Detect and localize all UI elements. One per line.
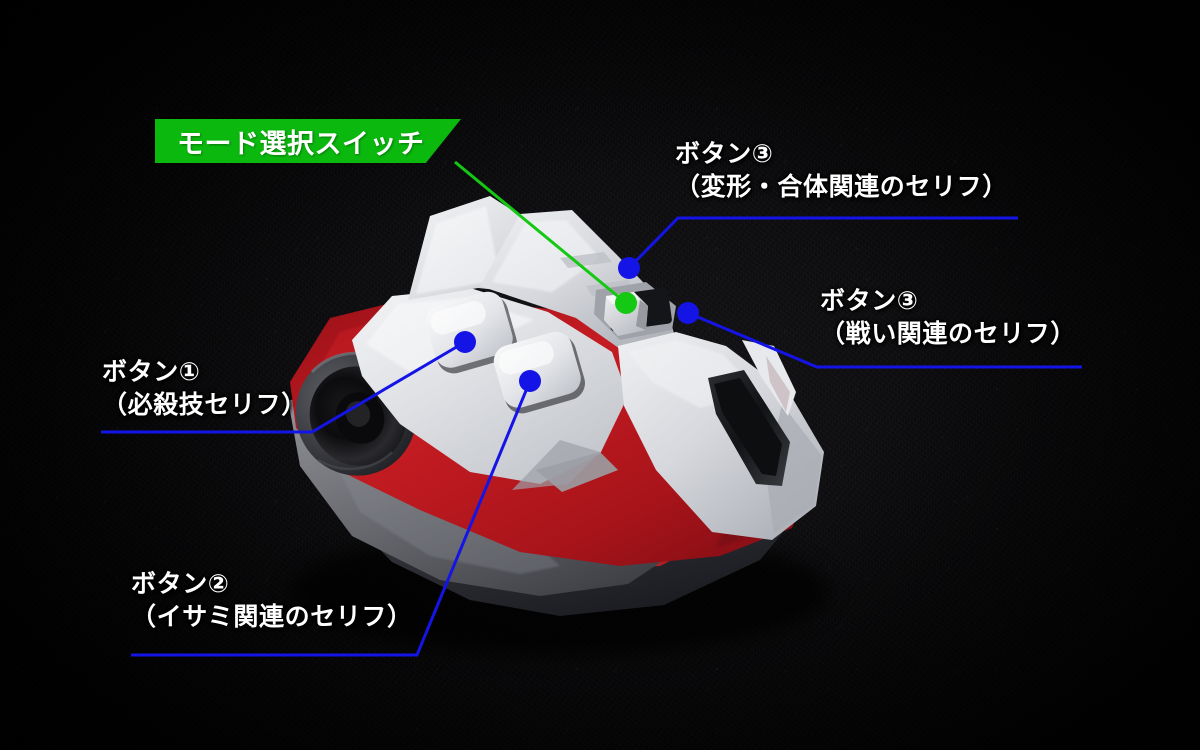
callout-button-2-line2: （イサミ関連のセリフ） — [131, 601, 413, 631]
callout-button-1: ボタン① （必殺技セリフ） — [102, 356, 307, 421]
callout-button-3-battle: ボタン③ （戦い関連のセリフ） — [820, 285, 1076, 350]
callout-button-3-transform-line2: （変形・合体関連のセリフ） — [675, 171, 1008, 201]
callout-button-2-line1: ボタン② — [131, 569, 230, 598]
callout-button-3-transform: ボタン③ （変形・合体関連のセリフ） — [675, 138, 1008, 203]
toy-switch-side — [636, 300, 648, 330]
toy-nose-vent-inner — [714, 378, 782, 476]
callout-button-3-battle-line1: ボタン③ — [820, 286, 919, 315]
toy-right-fin-shade — [766, 356, 790, 412]
callout-button-1-line1: ボタン① — [102, 357, 201, 386]
callout-button-2: ボタン② （イサミ関連のセリフ） — [131, 568, 413, 633]
mode-select-switch-label: モード選択スイッチ — [177, 128, 425, 160]
callout-button-3-transform-line1: ボタン③ — [675, 139, 774, 168]
callout-button-1-line2: （必殺技セリフ） — [102, 389, 307, 419]
mode-select-switch-banner: モード選択スイッチ — [155, 119, 461, 163]
callout-button-3-battle-line2: （戦い関連のセリフ） — [820, 318, 1077, 348]
toy-panel-step — [536, 452, 618, 492]
